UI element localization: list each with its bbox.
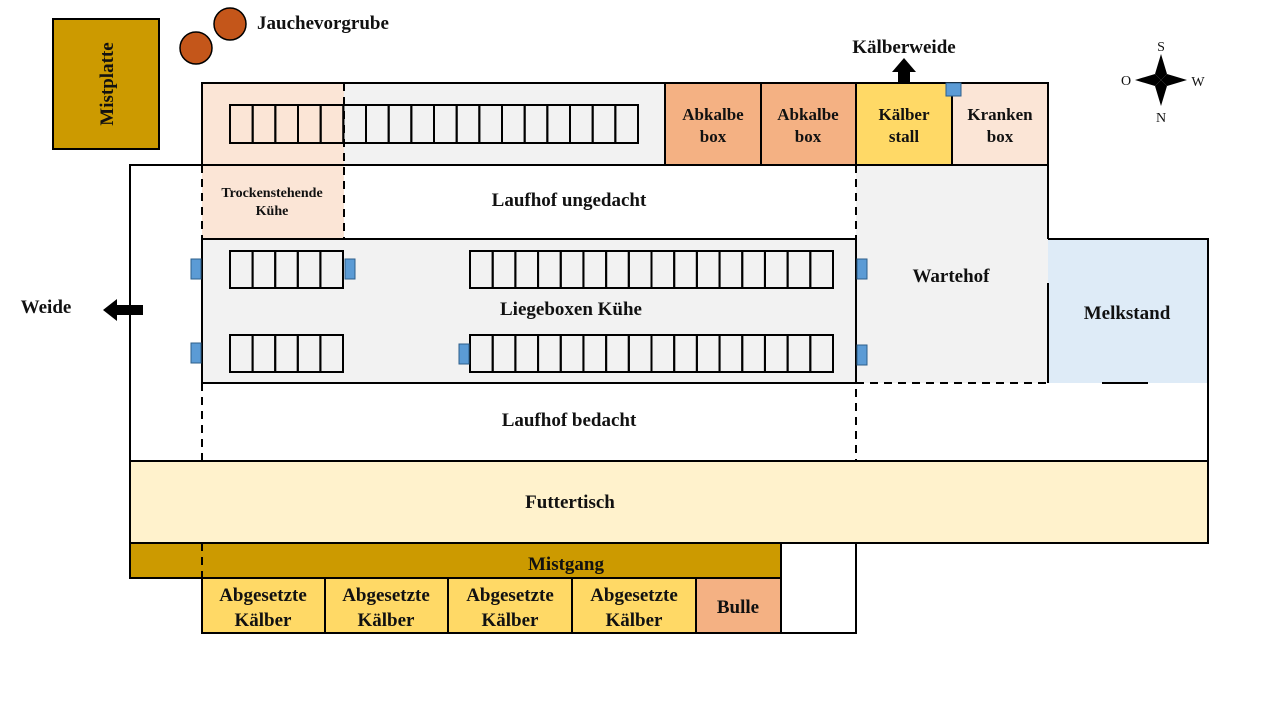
abkalbebox-2-label-line2: box [795, 127, 822, 146]
abgesetzte-3-label-line2: Kälber [482, 610, 540, 631]
kaelberstall-label-line2: stall [889, 127, 920, 146]
stall-row-right-lower [469, 334, 834, 373]
kaelberweide-label: Kälberweide [852, 37, 955, 58]
laufhof-ungedacht-label: Laufhof ungedacht [492, 190, 647, 211]
laufhof-bedacht-label: Laufhof bedacht [502, 410, 637, 431]
stall-row-right-upper [469, 250, 834, 289]
gates [190, 82, 962, 366]
jauche-pit-2 [179, 31, 213, 65]
jauche-pit-1 [213, 7, 247, 41]
top-row-peach-zone [202, 83, 344, 165]
stall-row-left-lower [229, 334, 344, 373]
futtertisch-label: Futtertisch [525, 492, 615, 513]
top-row-gray-zone [344, 83, 665, 165]
stall-row-left-upper [229, 250, 344, 289]
weide-arrow-icon [103, 299, 143, 321]
gate-marker [458, 343, 470, 365]
compass-s-label: S [1157, 40, 1165, 55]
gate-marker [190, 342, 202, 364]
abkalbebox-1 [665, 83, 761, 165]
abgesetzte-kaelber-3 [447, 577, 573, 634]
abgesetzte-4-label-line1: Abgesetzte [590, 585, 678, 606]
kaelberstall-label-line1: Kälber [879, 105, 930, 124]
kaelberstall [856, 83, 952, 165]
stall-cell [614, 104, 640, 144]
trockenstehende-zone [202, 165, 344, 239]
abgesetzte-1-label-line2: Kälber [235, 610, 293, 631]
abgesetzte-kaelber-1 [201, 577, 326, 634]
mistgang-label: Mistgang [528, 554, 605, 575]
stall-cell [809, 250, 834, 289]
abkalbebox-1-label-line2: box [700, 127, 727, 146]
stall-row-top [229, 104, 640, 144]
gate-marker [344, 258, 356, 280]
abgesetzte-4-label-line2: Kälber [606, 610, 664, 631]
stall-cell [809, 334, 834, 373]
weide-label: Weide [21, 297, 72, 318]
bulle-label: Bulle [717, 597, 759, 618]
abkalbebox-2 [761, 83, 856, 165]
wartehof-area [856, 165, 1048, 383]
melkstand-label: Melkstand [1084, 303, 1171, 324]
compass-o-label: O [1121, 74, 1131, 89]
abgesetzte-3-label-line1: Abgesetzte [466, 585, 554, 606]
liegeboxen-area [202, 239, 856, 383]
bulle-box [695, 577, 782, 634]
abgesetzte-2-label-line1: Abgesetzte [342, 585, 430, 606]
mistplatte-label: Mistplatte [97, 42, 118, 125]
liegeboxen-label: Liegeboxen Kühe [500, 299, 642, 320]
krankenbox-label-line1: Kranken [967, 105, 1033, 124]
stall-cell [319, 250, 344, 289]
krankenbox [952, 83, 1048, 165]
trockenstehende-label-line1: Trockenstehende [221, 186, 322, 201]
stall-cell [319, 334, 344, 373]
abkalbebox-2-label-line1: Abkalbe [777, 105, 839, 124]
compass-w-label: W [1191, 75, 1205, 90]
gate-marker [856, 258, 868, 280]
melkstand-area [1048, 239, 1208, 383]
compass-n-label: N [1156, 111, 1166, 126]
jauchevorgrube-label: Jauchevorgrube [257, 13, 389, 34]
compass-icon: S N O W [1121, 40, 1205, 126]
futtertisch-area [129, 460, 1209, 544]
abgesetzte-1-label-line1: Abgesetzte [219, 585, 307, 606]
mistgang-area [129, 542, 782, 579]
wartehof-label: Wartehof [912, 266, 990, 287]
krankenbox-label-line2: box [987, 127, 1014, 146]
gate-marker [945, 82, 962, 97]
dashed-boundaries [201, 83, 1048, 578]
gate-marker [856, 344, 868, 366]
mistplatte-area [52, 18, 160, 150]
abgesetzte-kaelber-4 [571, 577, 697, 634]
abgesetzte-kaelber-2 [324, 577, 449, 634]
abkalbebox-1-label-line1: Abkalbe [682, 105, 744, 124]
trockenstehende-label-line2: Kühe [256, 204, 289, 219]
abgesetzte-2-label-line2: Kälber [358, 610, 416, 631]
gate-marker [190, 258, 202, 280]
